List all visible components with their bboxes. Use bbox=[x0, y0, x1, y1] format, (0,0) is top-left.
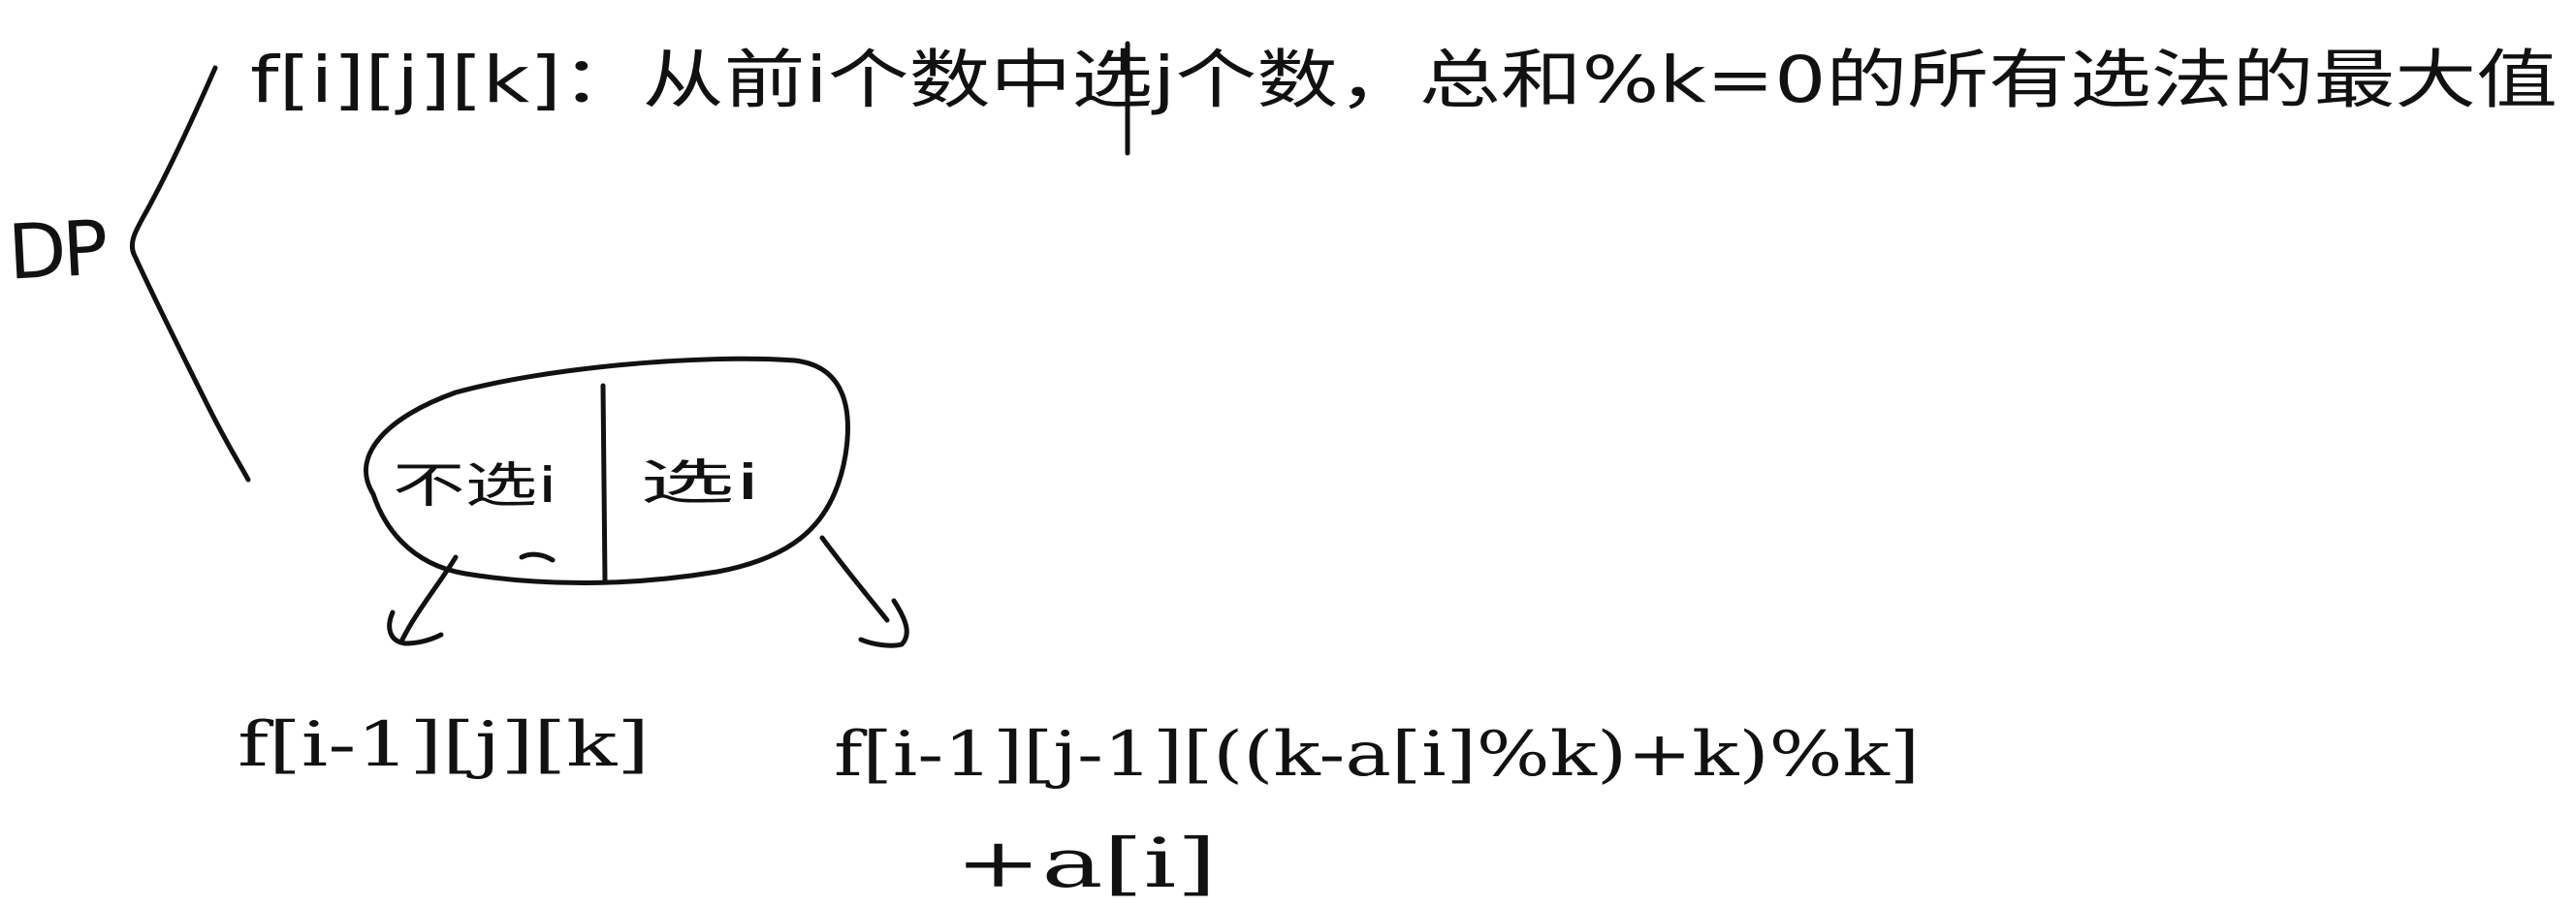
partition-divider bbox=[600, 383, 608, 584]
state-definition: f[i][j][k]：从前i个数中选j个数，总和%k=0的所有选法的最大值 bbox=[250, 43, 2558, 117]
arrow-not-select-head bbox=[387, 610, 444, 646]
arrow-not-select bbox=[399, 554, 459, 642]
arrow-select-head bbox=[858, 598, 909, 648]
arrow-not-select-tick bbox=[519, 551, 556, 563]
partition-oval bbox=[364, 356, 850, 586]
transition-select-line1: f[i-1][j-1][((k-a[i]%k)+k)%k] bbox=[834, 719, 1920, 791]
transition-select-line2: +a[i] bbox=[955, 824, 1217, 903]
transition-not-select: f[i-1][j][k] bbox=[238, 709, 650, 781]
arrow-select bbox=[819, 535, 890, 623]
partition-left-label: 不选i bbox=[393, 457, 557, 514]
left-brace bbox=[129, 65, 251, 483]
dp-label: DP bbox=[6, 204, 109, 297]
partition-right-label: 选i bbox=[640, 454, 761, 511]
